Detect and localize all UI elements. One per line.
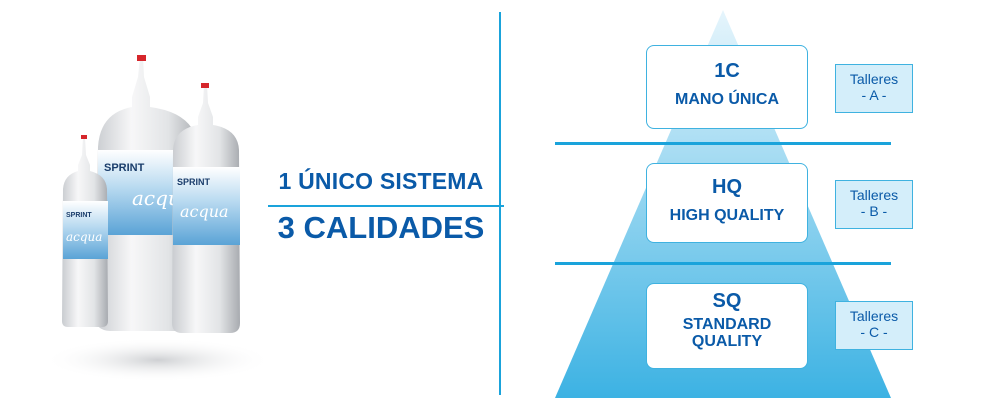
large-bottle-brand: SPRINT (104, 162, 145, 174)
workshop-box-b: Talleres - B - (835, 180, 913, 229)
pyramid-divider-1 (555, 142, 891, 145)
workshop-grade: - B - (860, 203, 888, 219)
headline-qualities: 3 CALIDADES (277, 210, 485, 245)
quality-name-line1: STANDARD (682, 316, 772, 333)
quality-code: HQ (712, 176, 742, 198)
quality-name: MANO ÚNICA (675, 91, 779, 108)
small-bottle-brand: SPRINT (66, 212, 92, 219)
product-bottles-image: SPRINT acqua SPRINT acqua SPRINT acqua (43, 55, 270, 382)
right-bottle-brand: SPRINT (177, 177, 211, 187)
workshop-label: Talleres (849, 308, 899, 324)
small-bottle-logo: acqua (66, 230, 102, 244)
pyramid-divider-2 (555, 262, 891, 265)
workshop-box-c: Talleres - C - (835, 301, 913, 350)
workshop-grade: - C - (860, 324, 888, 340)
workshop-grade: - A - (861, 87, 887, 103)
quality-box-sq: SQ STANDARD QUALITY (646, 283, 808, 369)
headline-divider (268, 205, 504, 207)
workshop-box-a: Talleres - A - (835, 64, 913, 113)
quality-name-line2: QUALITY (691, 333, 763, 350)
quality-code: SQ (712, 290, 742, 312)
vertical-divider (499, 12, 501, 395)
quality-box-1c: 1C MANO ÚNICA (646, 45, 808, 129)
workshop-label: Talleres (849, 71, 899, 87)
quality-name: HIGH QUALITY (669, 207, 785, 224)
quality-code: 1C (714, 60, 740, 82)
workshop-label: Talleres (849, 187, 899, 203)
right-bottle-logo: acqua (180, 202, 229, 221)
headline-system: 1 ÚNICO SISTEMA (278, 168, 484, 194)
quality-box-hq: HQ HIGH QUALITY (646, 163, 808, 243)
